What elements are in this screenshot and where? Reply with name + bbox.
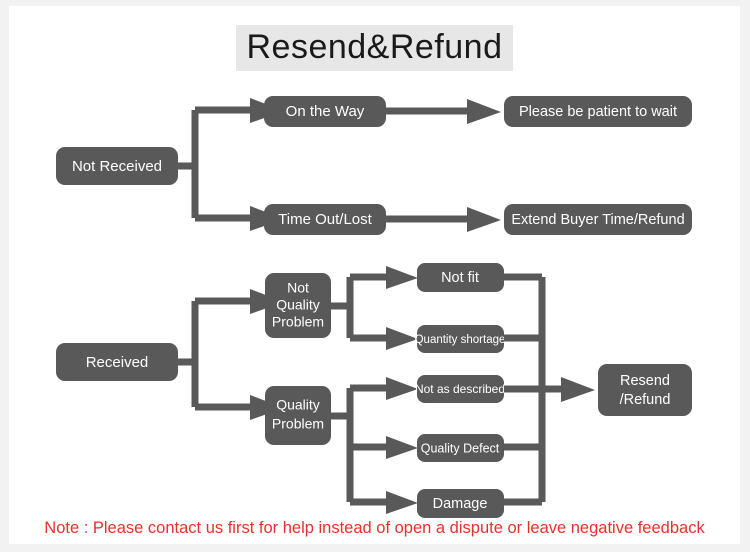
node-damage-label: Damage	[433, 496, 488, 512]
note-text: Note : Please contact us first for help …	[44, 519, 705, 537]
flowchart-diagram: Not Received On the Way Time Out/Lost	[56, 96, 692, 518]
node-quality-problem-label-line1: Quality	[276, 397, 320, 413]
node-quantity-shortage-label: Quantity shortage	[415, 334, 506, 346]
node-extend-buyer-time-refund[interactable]: Extend Buyer Time/Refund	[504, 204, 692, 235]
node-not-received-label: Not Received	[72, 158, 162, 175]
arrow-head-not-as-described	[386, 377, 418, 400]
arrow-head-resend-refund	[561, 377, 595, 402]
node-on-the-way[interactable]: On the Way	[264, 96, 386, 127]
page-title: Resend&Refund	[236, 25, 513, 71]
node-extend-buyer-time-label: Extend Buyer Time/Refund	[511, 212, 684, 228]
node-please-be-patient-label: Please be patient to wait	[519, 104, 677, 120]
node-quality-problem[interactable]: Quality Problem	[265, 386, 331, 445]
arrow-head-not-fit	[386, 266, 418, 289]
node-not-quality-problem-label-line1: Not	[287, 280, 309, 296]
connector-quality-problem-fanout	[331, 377, 418, 514]
node-quality-defect[interactable]: Quality Defect	[417, 434, 504, 462]
arrow-head-quantity-shortage	[386, 327, 418, 350]
node-resend-refund[interactable]: Resend /Refund	[598, 364, 692, 416]
node-not-as-described-label: Not as described	[415, 382, 505, 396]
node-not-fit-label: Not fit	[441, 270, 479, 286]
node-not-quality-problem-label-line3: Problem	[272, 314, 324, 330]
node-not-received[interactable]: Not Received	[56, 147, 178, 185]
node-on-the-way-label: On the Way	[286, 103, 365, 120]
node-time-out-lost[interactable]: Time Out/Lost	[264, 204, 386, 235]
node-received[interactable]: Received	[56, 343, 178, 381]
arrow-head-please-be-patient	[467, 99, 501, 124]
arrow-head-quality-defect	[386, 436, 418, 459]
connector-time-out-to-outcome	[386, 207, 501, 232]
node-not-fit[interactable]: Not fit	[417, 263, 504, 292]
node-please-be-patient-to-wait[interactable]: Please be patient to wait	[504, 96, 692, 127]
node-quality-problem-label-line2: Problem	[272, 416, 324, 432]
node-resend-refund-label-line2: /Refund	[620, 392, 671, 408]
node-quantity-shortage[interactable]: Quantity shortage	[415, 325, 506, 353]
arrow-head-damage	[386, 491, 418, 514]
arrow-head-extend-buyer-time	[467, 207, 501, 232]
node-quality-defect-label: Quality Defect	[421, 441, 500, 455]
node-received-label: Received	[86, 354, 149, 371]
node-resend-refund-label-line1: Resend	[620, 373, 670, 389]
node-not-quality-problem-label-line2: Quality	[276, 297, 320, 313]
connector-reasons-merge	[504, 273, 595, 506]
page-title-container: Resend&Refund	[9, 25, 740, 71]
connector-on-the-way-to-outcome	[386, 99, 501, 124]
node-damage[interactable]: Damage	[417, 489, 504, 518]
node-not-as-described[interactable]: Not as described	[415, 375, 505, 403]
node-time-out-lost-label: Time Out/Lost	[278, 211, 372, 228]
node-not-quality-problem[interactable]: Not Quality Problem	[265, 273, 331, 338]
flowchart-sheet: Resend&Refund Not Received On the W	[9, 6, 740, 544]
connector-not-quality-problem-fanout	[331, 266, 418, 350]
